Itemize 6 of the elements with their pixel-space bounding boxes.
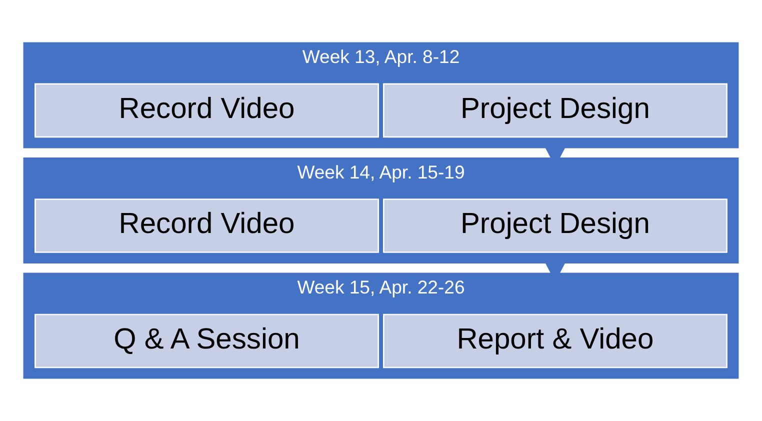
node-box: Report & Video (382, 314, 728, 368)
node-box: Record Video (34, 83, 380, 138)
node-box: Record Video (34, 198, 380, 253)
node-box: Q & A Session (34, 314, 380, 368)
node-box: Project Design (382, 198, 728, 253)
node-box: Project Design (382, 83, 728, 138)
